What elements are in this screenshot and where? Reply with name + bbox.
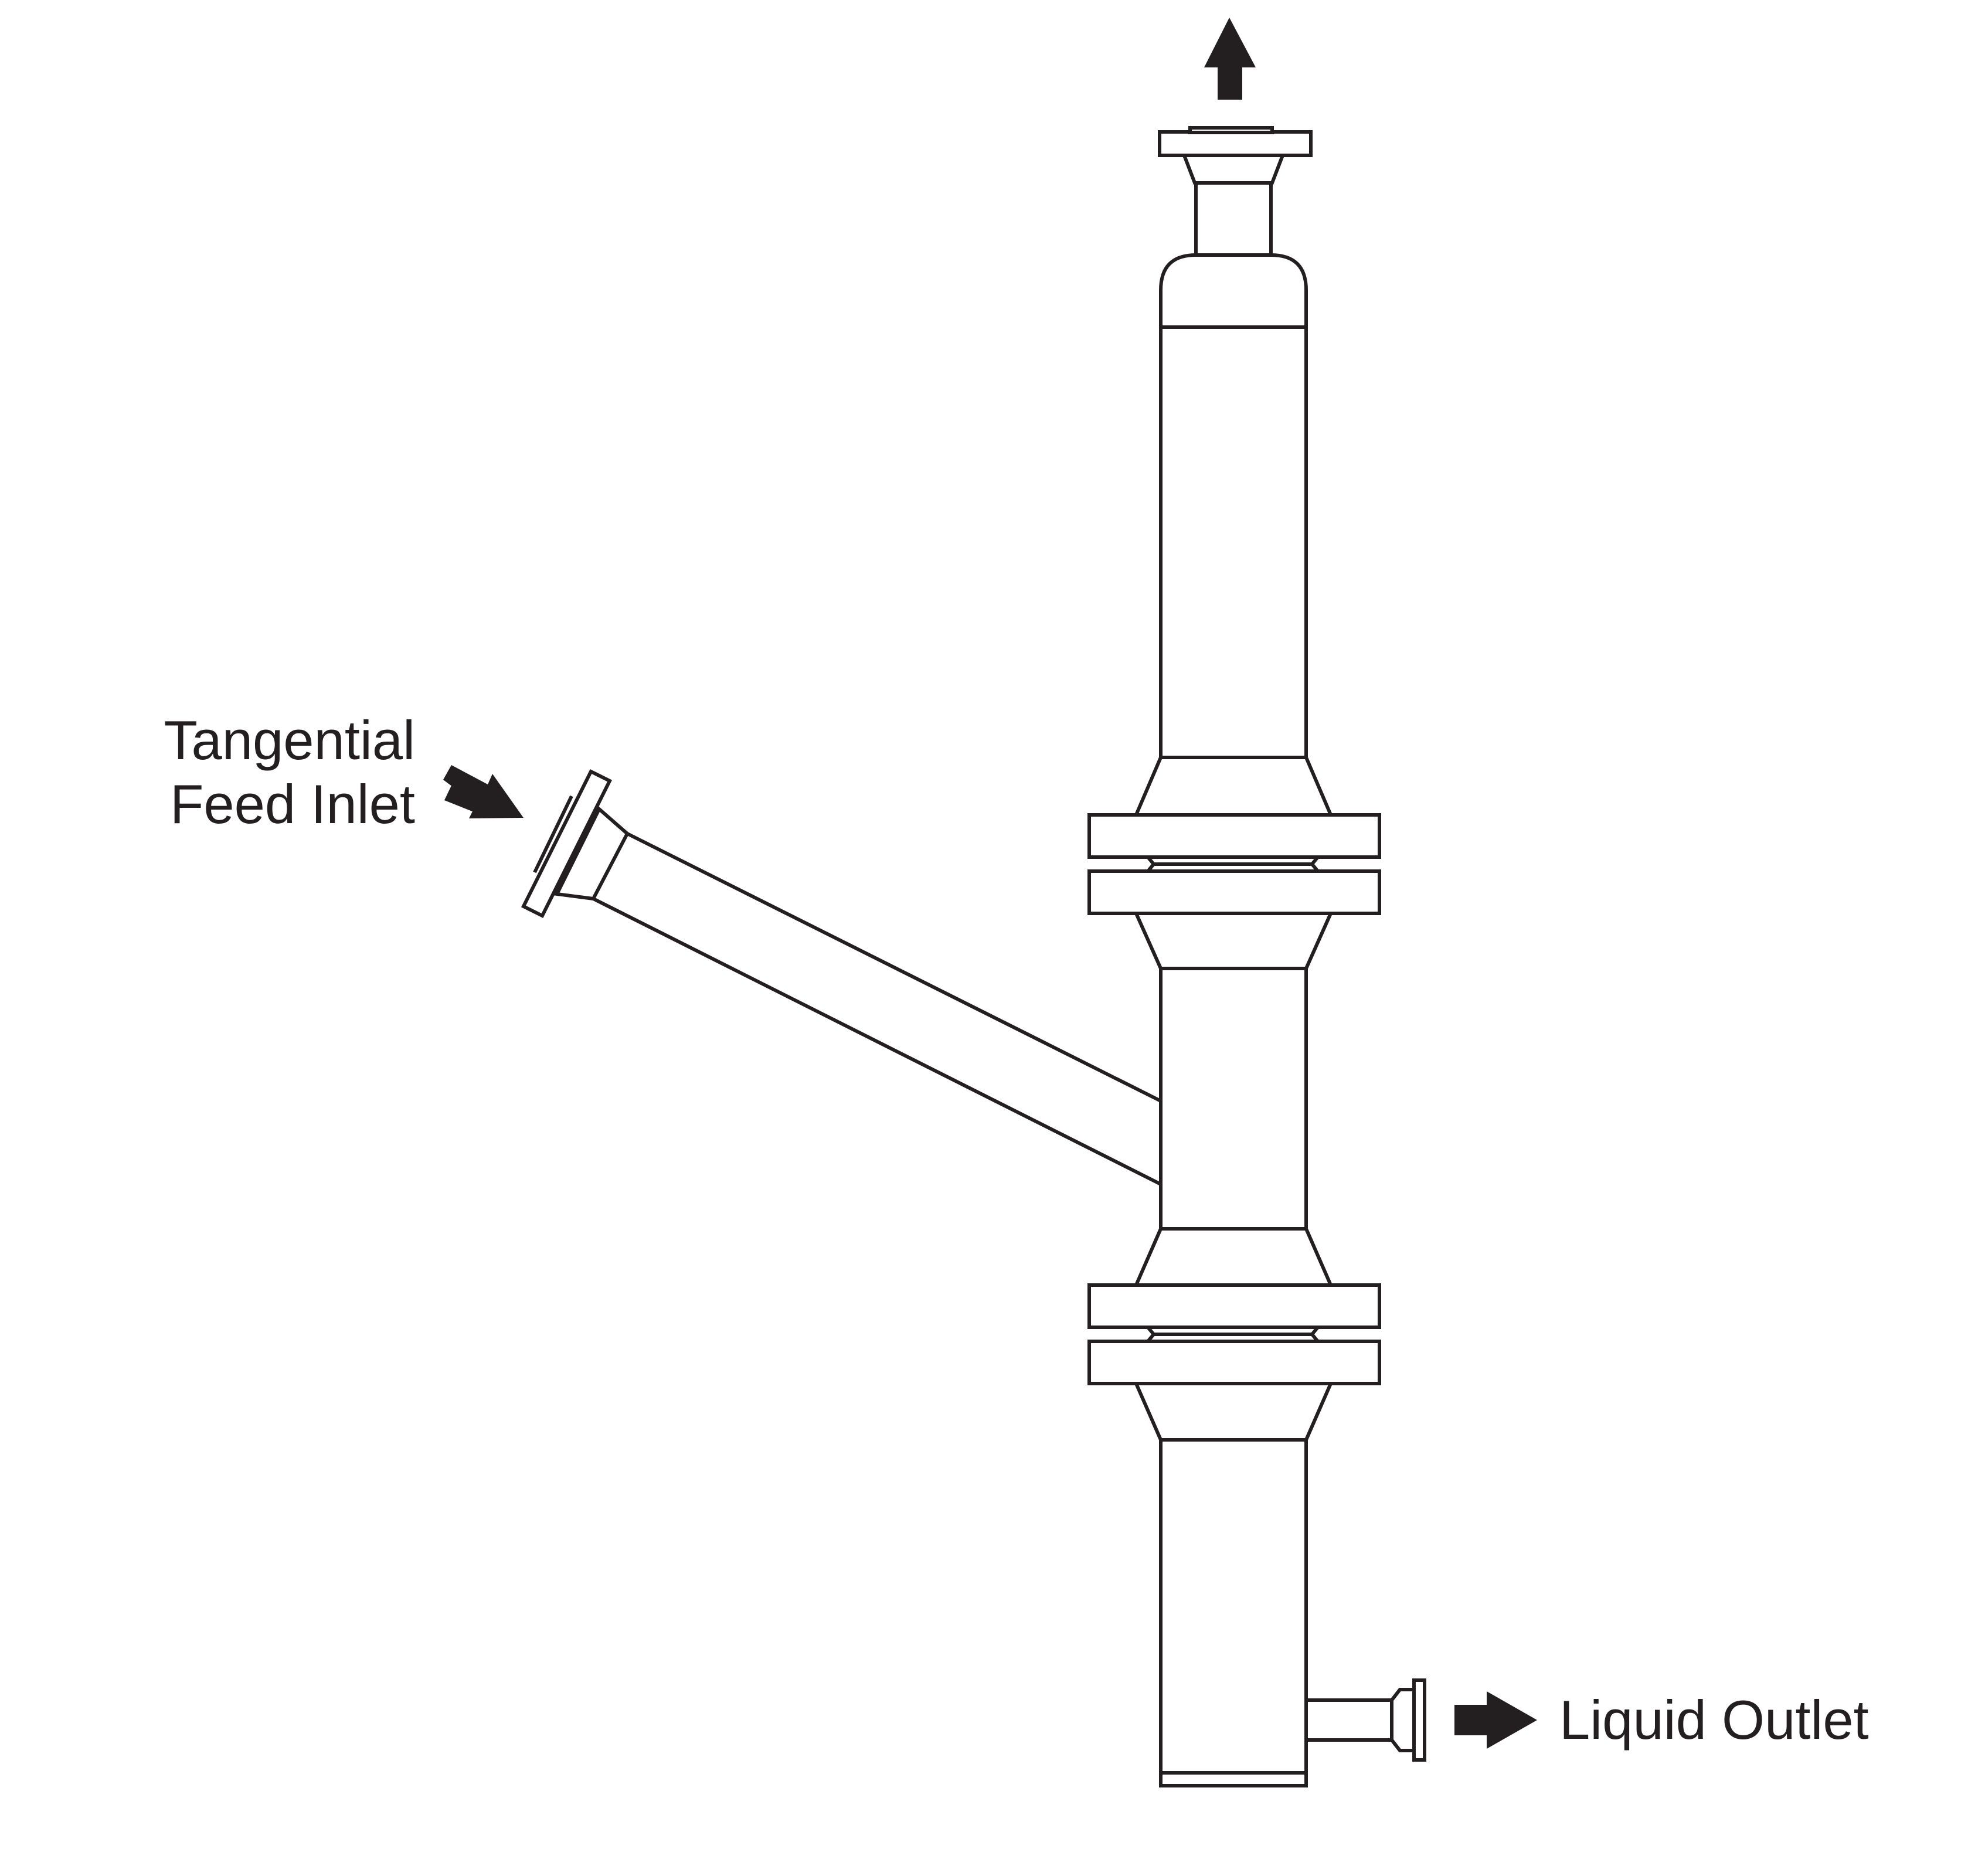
feed-inlet-label-line1: Tangential (164, 709, 415, 771)
tangential-feed-inlet-pipe (521, 769, 1162, 1186)
middle-vessel-body (1133, 967, 1334, 1287)
liquid-outlet-label: Liquid Outlet (1559, 1689, 1869, 1751)
lower-vessel-body (1159, 1438, 1308, 1787)
upper-flange-pair (1087, 813, 1381, 970)
liquid-outlet-arrow-icon (1454, 1691, 1537, 1749)
feed-inlet-arrow-icon (443, 765, 524, 818)
top-nozzle-neck (1194, 181, 1273, 257)
liquid-outlet-nozzle (1304, 1678, 1426, 1762)
lower-flange-pair (1087, 1283, 1381, 1442)
upper-vessel-body (1159, 253, 1308, 759)
feed-inlet-label-line2: Feed Inlet (170, 773, 415, 835)
top-flange (1158, 126, 1313, 185)
upper-reducer-cone (1133, 756, 1334, 817)
gas-outlet-arrow-icon (1204, 18, 1256, 100)
